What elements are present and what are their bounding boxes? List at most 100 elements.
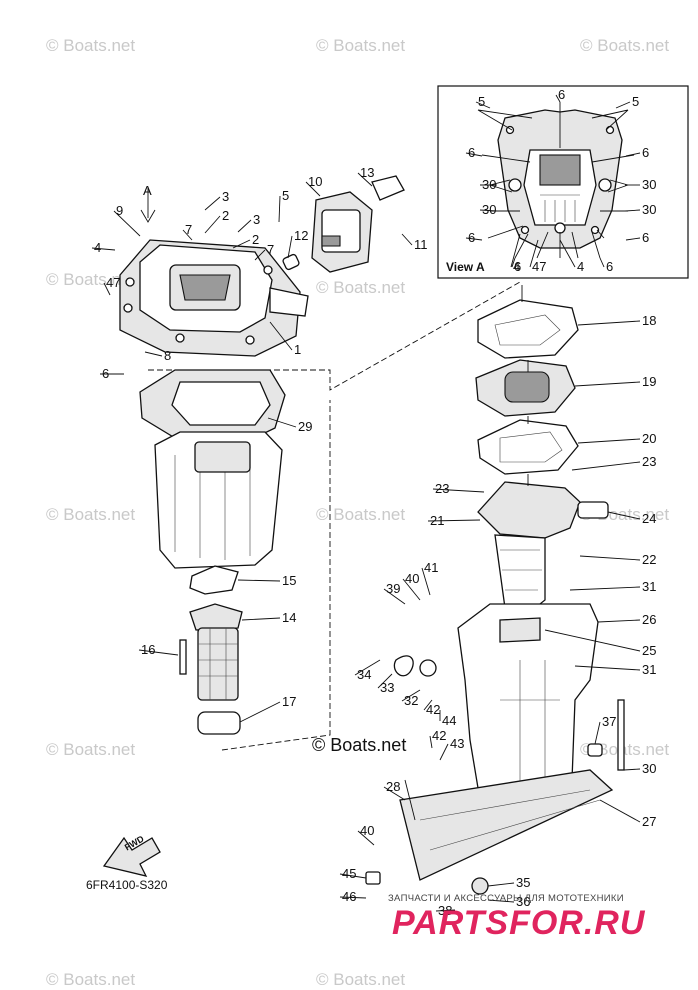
callout-leader-42 xyxy=(429,735,433,749)
callout-20: 20 xyxy=(642,431,656,446)
muffler-cover xyxy=(282,175,405,273)
gasket-18 xyxy=(477,299,579,359)
callout-8: 8 xyxy=(164,348,171,363)
callout-7: 7 xyxy=(185,222,192,237)
callout-26: 26 xyxy=(642,612,656,627)
callout-27: 27 xyxy=(642,814,656,829)
watermark-2: © Boats.net xyxy=(316,36,406,55)
callout-32: 32 xyxy=(404,693,418,708)
callout-leader-13 xyxy=(357,172,373,187)
bolt-30 xyxy=(617,699,625,771)
watermark-3: © Boats.net xyxy=(580,36,670,55)
callout-leader-2 xyxy=(204,215,221,234)
plug-35 xyxy=(471,877,489,895)
top-cover-assembly xyxy=(119,239,309,357)
callout-13: 13 xyxy=(360,165,374,180)
view-a-arrow xyxy=(140,188,156,223)
callout-leader-42 xyxy=(423,699,433,711)
callout-31: 31 xyxy=(642,579,656,594)
callout-30: 30 xyxy=(642,761,656,776)
callout-leader-30 xyxy=(623,768,641,771)
apron-27 xyxy=(399,769,614,881)
callout-30: 30 xyxy=(642,177,656,192)
callout-leader-22 xyxy=(579,555,641,561)
callout-10: 10 xyxy=(308,174,322,189)
hose-33 xyxy=(393,655,414,677)
callout-28: 28 xyxy=(386,779,400,794)
callout-6: 6 xyxy=(102,366,109,381)
callout-leader-38 xyxy=(435,909,456,912)
callout-4: 4 xyxy=(577,259,584,274)
site-logo: PARTSFOR.RU xyxy=(392,904,646,942)
callout-leader-2 xyxy=(232,239,251,249)
callout-30: 30 xyxy=(642,202,656,217)
callout-leaders xyxy=(91,94,641,912)
callout-leader-33 xyxy=(377,673,393,689)
callout-leader-23 xyxy=(432,488,485,493)
callout-leader-47 xyxy=(529,239,539,268)
joint-45 xyxy=(365,871,381,885)
callout-leader-5 xyxy=(615,101,631,109)
callout-9: 9 xyxy=(116,203,123,218)
callout-19: 19 xyxy=(642,374,656,389)
diagram-code: 6FR4100-S320 xyxy=(86,878,168,892)
gasket-20 xyxy=(477,419,579,475)
callout-leader-45 xyxy=(339,873,367,879)
callout-6: 6 xyxy=(514,259,521,274)
callout-43: 43 xyxy=(450,736,464,751)
gasket-24 xyxy=(577,501,609,519)
fwd-arrow xyxy=(102,836,161,877)
callout-leader-41 xyxy=(421,567,431,596)
callout-leader-40 xyxy=(402,578,421,601)
callout-44: 44 xyxy=(442,713,456,728)
callout-6: 6 xyxy=(558,87,565,102)
callout-18: 18 xyxy=(642,313,656,328)
gasket-17 xyxy=(197,711,241,735)
callout-leader-4 xyxy=(510,233,521,268)
callout-6: 6 xyxy=(606,259,613,274)
callout-2: 2 xyxy=(252,232,259,247)
exhaust-manifold-21 xyxy=(477,481,581,613)
callout-leader-30 xyxy=(624,209,641,212)
callout-leader-7 xyxy=(182,229,193,241)
callout-leader-10 xyxy=(305,181,321,197)
callout-leader-4 xyxy=(559,239,576,268)
callout-leader-23 xyxy=(571,461,641,471)
callout-leader-1 xyxy=(269,321,293,351)
watermark-7: © Boats.net xyxy=(316,505,406,524)
callout-leader-6 xyxy=(599,257,605,268)
callout-leader-6 xyxy=(625,237,641,241)
callout-45: 45 xyxy=(342,866,356,881)
callout-leader-18 xyxy=(577,320,641,326)
callout-leader-5 xyxy=(475,101,491,109)
callout-31: 31 xyxy=(642,662,656,677)
callout-leader-12 xyxy=(287,235,293,259)
watermark-9: © Boats.net xyxy=(46,740,136,759)
watermark-4: © Boats.net xyxy=(46,270,136,289)
callout-leader-20 xyxy=(577,438,641,444)
callout-leader-6 xyxy=(511,257,516,268)
alignment-line-left xyxy=(148,281,521,751)
callout-leader-37 xyxy=(594,721,601,745)
callout-leader-47 xyxy=(103,282,111,296)
callout-40: 40 xyxy=(360,823,374,838)
callout-leader-30 xyxy=(479,209,498,212)
callout-38: 38 xyxy=(438,903,452,918)
callout-leader-26 xyxy=(597,619,641,623)
callout-47: 47 xyxy=(532,259,546,274)
callout-leader-8 xyxy=(144,351,163,357)
callout-24: 24 xyxy=(642,511,656,526)
callout-39: 39 xyxy=(386,581,400,596)
callout-33: 33 xyxy=(380,680,394,695)
callout-leader-4 xyxy=(91,247,116,251)
callout-36: 36 xyxy=(516,894,530,909)
callout-leader-32 xyxy=(401,689,421,702)
callout-21: 21 xyxy=(430,513,444,528)
callout-42: 42 xyxy=(432,728,446,743)
callout-2: 2 xyxy=(222,208,229,223)
oil-strainer xyxy=(189,603,243,701)
callout-11: 11 xyxy=(414,237,428,252)
callout-leader-25 xyxy=(544,629,641,652)
callout-leader-40 xyxy=(357,830,375,846)
